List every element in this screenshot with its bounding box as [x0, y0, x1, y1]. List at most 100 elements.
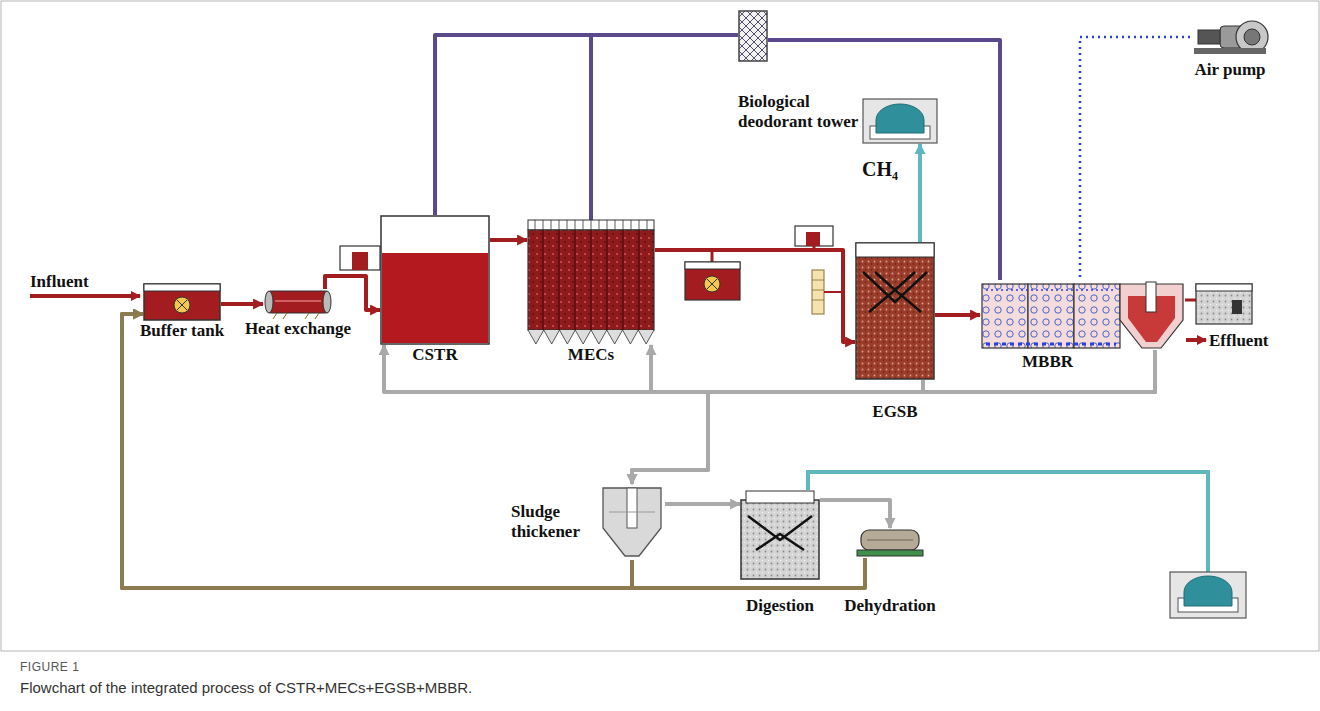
drawing-part: [824, 291, 843, 293]
drawing-part: [609, 512, 655, 513]
drawing-part: [1028, 284, 1074, 348]
drawing-part: [591, 220, 592, 230]
unit-label: Biological deodorant tower: [738, 92, 878, 131]
drawing-part: [591, 230, 592, 330]
drawing-part: [543, 230, 544, 330]
drawing-part: [639, 220, 640, 230]
drawing-part: [607, 230, 608, 330]
drawing-part: [528, 330, 544, 344]
drawing-part: [746, 491, 814, 503]
pipe-connector: [122, 314, 865, 588]
drawing-part: [607, 330, 623, 344]
unit-label: EGSB: [872, 402, 917, 422]
drawing-part: [1196, 284, 1252, 324]
influent-pipe: [30, 294, 140, 298]
head-tank: [340, 246, 380, 270]
drawing-part: [623, 220, 624, 230]
unit-label: MBBR: [1022, 352, 1073, 372]
drawing-part: [340, 246, 380, 270]
drawing-part: [591, 330, 607, 344]
drawing-part: [559, 230, 560, 330]
drawing-part: [857, 550, 923, 556]
drawing-part: [812, 270, 824, 314]
pipe-connector: [591, 35, 738, 220]
pipe-connector: [325, 276, 380, 310]
unit-label: Dehydration: [844, 596, 936, 616]
drawing-part: [685, 262, 740, 300]
pipe-connector: [384, 345, 1155, 392]
drawing-part: [144, 284, 220, 320]
drawing-part: [528, 230, 654, 330]
drawing-part: [535, 220, 536, 230]
drawing-part: [1184, 576, 1232, 606]
drawing-part: [631, 220, 632, 230]
gas-holder: [1170, 572, 1246, 618]
drawing-part: [599, 220, 600, 230]
drawing-part: [1232, 300, 1242, 314]
drawing-part: [551, 220, 552, 230]
unit-label: CH₄: [862, 158, 898, 181]
drawing-part: [1196, 284, 1252, 291]
drawing-part: [1244, 29, 1260, 45]
effluent-pipe: [1186, 338, 1206, 342]
drawing-part: [623, 330, 639, 344]
drawing-part: [863, 99, 937, 143]
unit-drawing: [855, 242, 935, 380]
drawing-part: [856, 243, 934, 379]
drawing-part: [861, 530, 919, 550]
process-unit: Biological deodorant tower: [738, 10, 878, 131]
drawing-part: [741, 500, 819, 579]
drawing-part: [122, 35, 1190, 588]
drawing-part: [174, 297, 190, 313]
drawing-part: [627, 488, 637, 528]
drawing-part: [867, 540, 913, 541]
process-unit: Sludge thickener: [511, 484, 665, 560]
process-unit: MECs: [527, 220, 655, 365]
process-unit: CH₄: [862, 98, 938, 181]
unit-drawing: [599, 484, 665, 560]
process-unit: Dehydration: [844, 528, 936, 616]
drawing-part: [559, 220, 560, 230]
unit-drawing: [740, 490, 820, 580]
drawing-part: [1198, 30, 1220, 44]
figure-frame: [1, 1, 1319, 651]
unit-drawing: [738, 10, 768, 62]
drawing-part: [623, 230, 624, 330]
drawing-part: [806, 232, 820, 246]
unit-label: MECs: [568, 345, 614, 365]
dosing-unit: [795, 226, 843, 314]
drawing-part: [615, 220, 616, 230]
pipe-connector: [655, 250, 855, 342]
drawing-part: [607, 220, 608, 230]
drawing-part: [603, 488, 661, 556]
drawing-part: [560, 330, 576, 344]
pipe-connector: [918, 144, 922, 242]
drawing-part: [704, 276, 720, 292]
effluent-tank: [1185, 284, 1252, 324]
drawing-part: [639, 230, 640, 330]
drawing-part: [177, 300, 187, 310]
unit-drawing: [855, 528, 925, 558]
drawing-part: [982, 284, 1028, 348]
process-unit: Buffer tank: [140, 283, 224, 341]
unit-label: Sludge thickener: [511, 502, 593, 541]
biogas-pipe: [808, 472, 1208, 572]
process-unit: CSTR: [380, 215, 490, 365]
drawing-part: [352, 252, 368, 270]
pipe-connector: [665, 502, 740, 506]
drawing-part: [275, 300, 321, 302]
pipe-connector: [490, 238, 527, 242]
process-unit: Heat exchange: [245, 289, 351, 339]
drawing-part: [1194, 48, 1266, 54]
drawing-part: [268, 291, 328, 313]
unit-drawing: [1190, 18, 1270, 56]
process-unit: EGSB: [855, 242, 935, 422]
unit-drawing: [143, 283, 221, 321]
drawing-part: [273, 313, 319, 319]
drawing-part: [748, 516, 812, 550]
process-unit: Air pump: [1190, 18, 1270, 80]
unit-drawing: [527, 220, 655, 345]
